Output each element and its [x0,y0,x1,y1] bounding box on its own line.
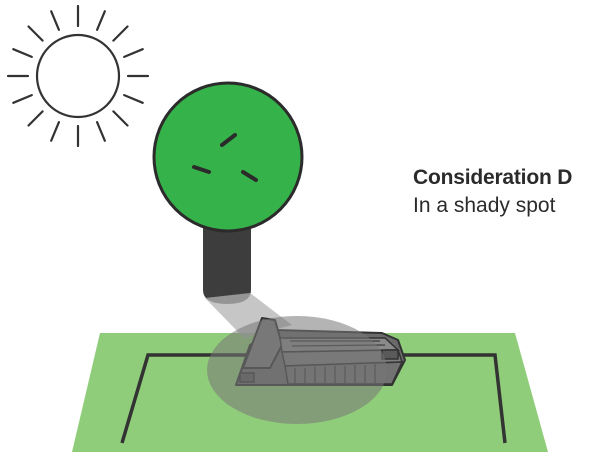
sun-ray [51,122,59,141]
sun-ray [51,11,59,30]
sun-ray [13,95,32,103]
caption-subtitle: In a shady spot [413,193,603,219]
sun-ray [13,49,32,57]
sun-ray [113,111,127,125]
sun-ray [97,11,105,30]
sun-ray [29,27,43,41]
sun-ray [113,27,127,41]
sun-ray [124,95,143,103]
tree-trunk [203,222,251,304]
sun-ray [124,49,143,57]
sun-icon [8,6,148,146]
sun-ray [97,122,105,141]
tree-icon [154,83,302,231]
shade-icon [207,316,387,424]
caption-block: Consideration D In a shady spot [413,165,603,219]
caption-title: Consideration D [413,165,603,191]
sun-ray [29,111,43,125]
